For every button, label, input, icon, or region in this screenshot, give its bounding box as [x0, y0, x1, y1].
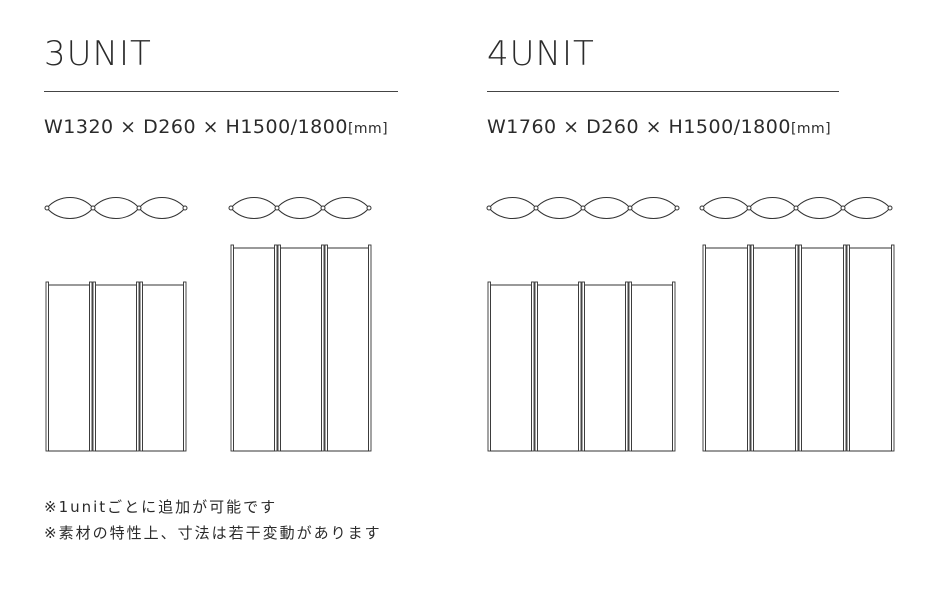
front-view-4unit-h1500 — [487, 281, 676, 452]
panel-post — [136, 281, 140, 452]
panel-face — [233, 247, 275, 452]
hinge-point — [274, 205, 280, 211]
dimensions-4unit: W1760 × D260 × H1500/1800[mm] — [487, 116, 831, 138]
panel-post — [628, 281, 632, 452]
plan-view-4unit-h1500 — [486, 197, 680, 219]
front-view-3unit-h1800 — [230, 244, 372, 452]
panel-face — [327, 247, 369, 452]
panel-face — [705, 247, 748, 452]
hinge-point — [182, 205, 188, 211]
panel-post — [92, 281, 96, 452]
panel-plan-curve — [535, 197, 584, 219]
panel-post — [183, 281, 187, 452]
panel-plan-curve — [92, 197, 140, 219]
hinge-point — [580, 205, 586, 211]
panel-face — [95, 284, 137, 452]
panel-plan-curve — [795, 197, 844, 219]
hinge-point — [228, 205, 234, 211]
panel-post — [750, 244, 754, 452]
panel-post — [487, 281, 491, 452]
panel-post — [368, 244, 372, 452]
panel-plan-curve — [230, 197, 278, 219]
panel-post — [578, 281, 582, 452]
panel-face — [584, 284, 626, 452]
hinge-point — [674, 205, 680, 211]
panel-post — [702, 244, 706, 452]
panel-post — [45, 281, 49, 452]
plan-view-3unit-h1500 — [44, 197, 188, 219]
panel-post — [846, 244, 850, 452]
plan-view-3unit-h1800 — [228, 197, 372, 219]
front-view-3unit-h1500 — [45, 281, 187, 452]
plan-view-4unit-h1800 — [699, 197, 893, 219]
dimensions-4unit-text: W1760 × D260 × H1500/1800 — [487, 116, 791, 138]
panel-face — [48, 284, 90, 452]
panel-face — [849, 247, 892, 452]
panel-plan-curve — [842, 197, 891, 219]
panel-face — [537, 284, 579, 452]
panel-post — [274, 244, 278, 452]
panel-face — [490, 284, 532, 452]
panel-post — [843, 244, 847, 452]
notes: ※1unitごとに追加が可能です ※素材の特性上、寸法は若干変動があります — [44, 494, 382, 546]
hinge-point — [627, 205, 633, 211]
panel-post — [277, 244, 281, 452]
panel-post — [798, 244, 802, 452]
panel-post — [581, 281, 585, 452]
hinge-point — [699, 205, 705, 211]
panel-post — [139, 281, 143, 452]
panel-plan-curve — [582, 197, 631, 219]
dimensions-3unit-unit: [mm] — [347, 121, 389, 137]
panel-plan-curve — [701, 197, 750, 219]
hinge-point — [44, 205, 50, 211]
divider-4unit — [487, 91, 839, 92]
panel-face — [753, 247, 796, 452]
section-title-4unit: 4UNIT — [487, 34, 595, 74]
panel-post — [747, 244, 751, 452]
note-addable: ※1unitごとに追加が可能です — [44, 498, 278, 516]
hinge-point — [793, 205, 799, 211]
panel-plan-curve — [46, 197, 94, 219]
hinge-point — [887, 205, 893, 211]
note-dimension-variance: ※素材の特性上、寸法は若干変動があります — [44, 524, 382, 542]
section-title-3unit: 3UNIT — [44, 34, 152, 74]
panel-plan-curve — [748, 197, 797, 219]
hinge-point — [90, 205, 96, 211]
dimensions-3unit-text: W1320 × D260 × H1500/1800 — [44, 116, 348, 138]
panel-face — [280, 247, 322, 452]
divider-3unit — [44, 91, 398, 92]
panel-face — [142, 284, 184, 452]
panel-post — [89, 281, 93, 452]
hinge-point — [840, 205, 846, 211]
hinge-point — [136, 205, 142, 211]
dimensions-4unit-unit: [mm] — [790, 121, 832, 137]
dimensions-3unit: W1320 × D260 × H1500/1800[mm] — [44, 116, 388, 138]
panel-face — [801, 247, 844, 452]
panel-plan-curve — [276, 197, 324, 219]
panel-post — [230, 244, 234, 452]
panel-post — [321, 244, 325, 452]
panel-post — [891, 244, 895, 452]
panel-face — [631, 284, 673, 452]
hinge-point — [366, 205, 372, 211]
hinge-point — [533, 205, 539, 211]
panel-post — [672, 281, 676, 452]
panel-post — [795, 244, 799, 452]
hinge-point — [320, 205, 326, 211]
panel-plan-curve — [488, 197, 537, 219]
panel-plan-curve — [138, 197, 186, 219]
panel-post — [534, 281, 538, 452]
panel-post — [324, 244, 328, 452]
panel-post — [531, 281, 535, 452]
front-view-4unit-h1800 — [702, 244, 895, 452]
hinge-point — [486, 205, 492, 211]
hinge-point — [746, 205, 752, 211]
panel-plan-curve — [322, 197, 370, 219]
panel-post — [625, 281, 629, 452]
panel-plan-curve — [629, 197, 678, 219]
